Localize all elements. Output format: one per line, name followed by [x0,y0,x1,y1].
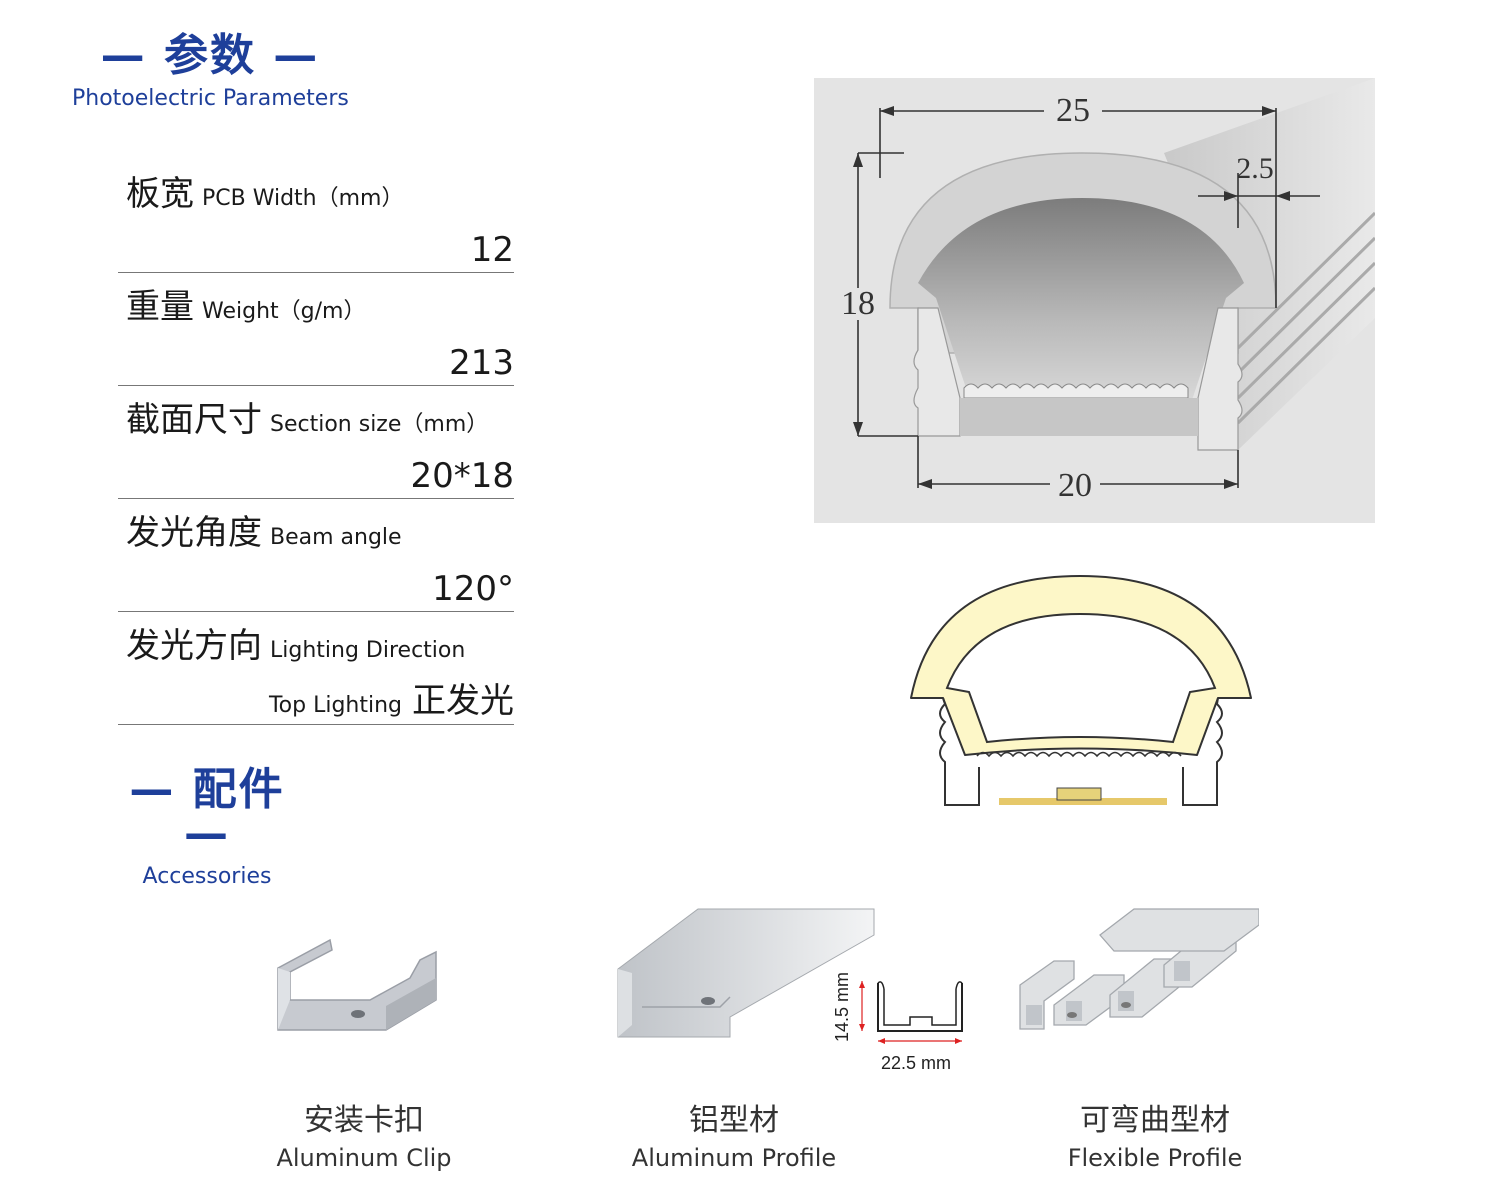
accessories-title-cn: — 配件 — [129,764,285,859]
param-value: Top Lighting 正发光 [269,673,514,722]
param-label-en: Lighting Direction [270,638,466,663]
param-row-weight: 重量 Weight（g/m） 213 [118,273,514,386]
dim-wall: 2.5 [1236,152,1274,185]
accessory-flexible-profile: 可弯曲型材 Flexible Profile [1050,1103,1260,1173]
param-value: 120° [432,569,514,609]
param-label-cn: 板宽 [126,174,194,214]
accessory-aluminum-clip: 安装卡扣 Aluminum Clip [254,1103,474,1173]
param-label-cn: 截面尺寸 [126,400,262,440]
led-chip [1056,787,1102,801]
right-foot [1197,307,1243,451]
accessories-title-en: Accessories [142,864,272,889]
params-section-heading: — 参数 — Photoelectric Parameters [72,30,349,112]
dim-height: 18 [841,285,875,322]
accessory-name-cn: 可弯曲型材 [1080,1103,1230,1138]
section-dimension-drawing: 25 2.5 18 20 [814,78,1375,523]
param-row-beam-angle: 发光角度 Beam angle 120° [118,499,514,612]
accessories-section-heading: — 配件 — Accessories [104,764,310,890]
param-value: 12 [470,230,514,270]
param-row-pcb-width: 板宽 PCB Width（mm） 12 [118,160,514,273]
param-value-cn: 正发光 [412,681,514,721]
params-title-en: Photoelectric Parameters [72,86,349,111]
dim-width-top: 25 [1056,92,1090,129]
param-label-cn: 重量 [126,287,194,327]
param-value: 20*18 [410,456,514,496]
serrated-base [963,383,1189,399]
param-value: 213 [449,343,514,383]
param-label-en: Weight（g/m） [202,299,366,324]
param-value-en: Top Lighting [268,693,402,718]
accessory-name-cn: 铝型材 [689,1103,779,1138]
profile-dimension-sketch: 14.5 mm 22.5 mm [832,972,963,1073]
param-label-en: PCB Width（mm） [202,186,404,211]
profile-height-dim: 14.5 mm [832,972,852,1042]
dimension-arrows [853,106,1290,489]
accessory-name-en: Aluminum Clip [276,1144,452,1172]
flexible-profile-image [1019,908,1259,1030]
param-label-cn: 发光角度 [126,513,262,553]
accessory-name-en: Flexible Profile [1067,1144,1243,1172]
dimension-lines [857,108,1320,488]
left-foot [913,307,961,437]
param-label-cn: 发光方向 [126,626,262,666]
base-channel [960,398,1198,436]
parameter-list: 板宽 PCB Width（mm） 12 重量 Weight（g/m） 213 截面尺… [118,160,514,725]
param-row-section-size: 截面尺寸 Section size（mm） 20*18 [118,386,514,499]
dome-cavity [918,198,1244,400]
param-label-en: Section size（mm） [270,412,489,437]
aluminum-profile-image [617,908,875,1038]
param-label-en: Beam angle [270,525,402,550]
dim-width-bottom: 20 [1058,467,1092,504]
profile-width-dim: 22.5 mm [881,1053,951,1073]
accessory-name-en: Aluminum Profile [631,1144,837,1172]
glow-cross-section [910,575,1252,806]
profile-3d-drawing: 25 2.5 18 20 [841,78,1375,504]
glow-cavity [945,612,1217,744]
param-row-lighting-direction: 发光方向 Lighting Direction Top Lighting 正发光 [118,612,514,725]
accessory-name-cn: 安装卡扣 [304,1103,424,1138]
pcb-strip [999,798,1167,805]
accessory-aluminum-profile: 铝型材 Aluminum Profile [614,1103,854,1173]
params-title-cn: — 参数 — [100,30,320,81]
aluminum-clip-image [277,938,437,1031]
